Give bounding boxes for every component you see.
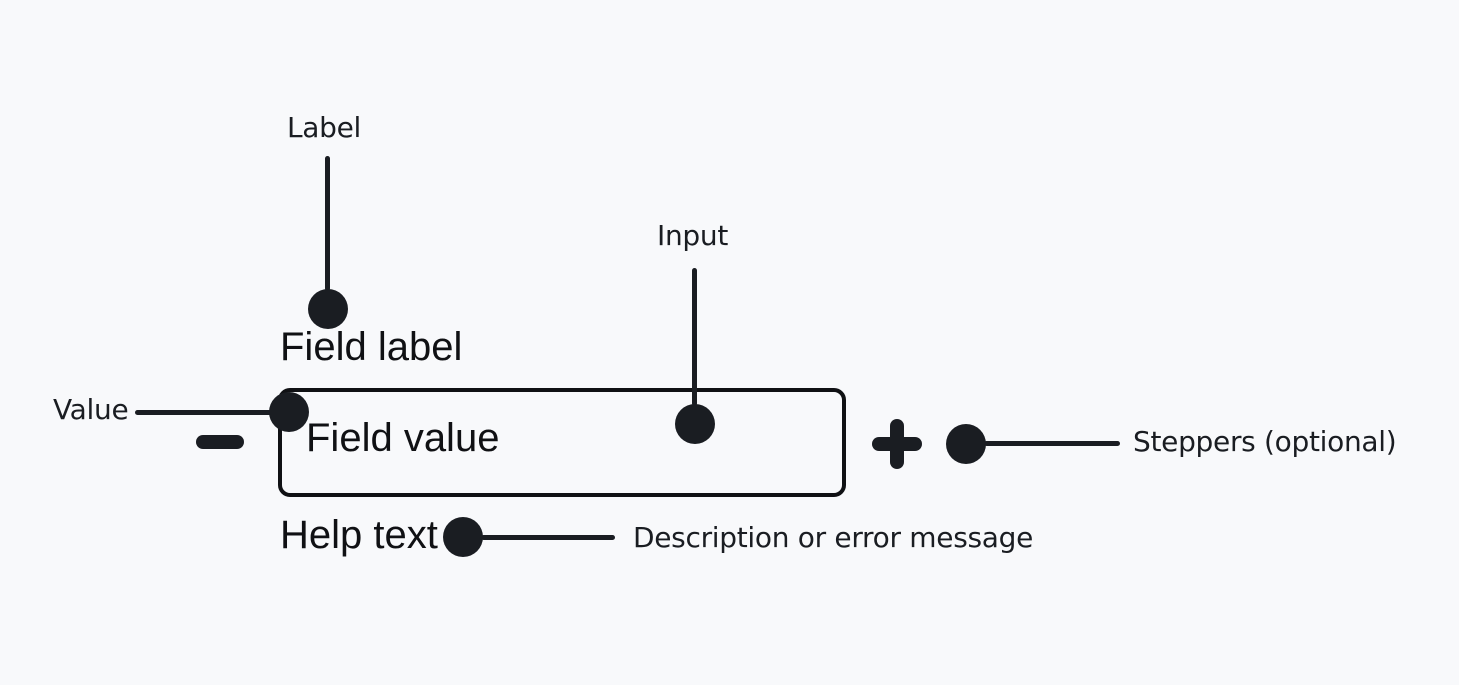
input-connector-line [692,268,697,406]
minus-stepper-icon [196,435,244,449]
label-connector-line [325,156,330,291]
help-annotation: Description or error message [633,521,1034,554]
input-annotation: Input [657,219,729,252]
field-label-text: Field label [280,325,463,369]
help-connector-line [481,535,615,540]
steppers-connector-dot-icon [946,424,986,464]
plus-stepper-icon [872,419,922,469]
field-value-text: Field value [306,416,500,460]
help-connector-dot-icon [443,517,483,557]
value-annotation: Value [53,393,129,426]
steppers-connector-line [984,441,1120,446]
input-field-box [278,388,846,497]
input-connector-dot-icon [675,404,715,444]
help-text: Help text [280,513,438,557]
label-annotation: Label [287,111,362,144]
value-connector-dot-icon [269,392,309,432]
label-connector-dot-icon [308,289,348,329]
value-connector-line [135,410,285,415]
steppers-annotation: Steppers (optional) [1133,425,1397,458]
